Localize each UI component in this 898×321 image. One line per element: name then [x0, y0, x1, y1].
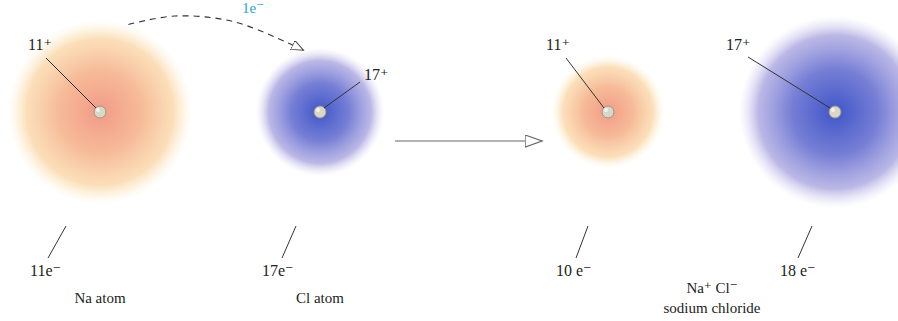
chlorine-atom: 17⁺17e⁻Cl atom: [256, 48, 384, 176]
leader-line: [282, 226, 296, 258]
sodium-atom: 11⁺11e⁻Na atom: [8, 20, 192, 204]
formula: Na⁺ Cl⁻: [686, 280, 737, 297]
nucleus-charge: 11⁺: [546, 36, 570, 54]
electron-count: 10 e⁻: [556, 262, 592, 280]
nucleus-charge: 17⁺: [364, 66, 388, 84]
nucleus-highlight: [96, 108, 100, 112]
leader-line: [576, 226, 588, 258]
electron-count: 17e⁻: [262, 262, 294, 280]
leader-line: [798, 226, 812, 258]
nucleus-charge: 17⁺: [726, 36, 750, 54]
compound-name: sodium chloride: [663, 300, 760, 317]
sodium-ion: 11⁺10 e⁻: [552, 56, 664, 168]
nucleus: [94, 106, 106, 118]
nucleus: [314, 106, 326, 118]
edge-label: 1e⁻: [240, 0, 266, 17]
electron-cloud-shape: [8, 20, 192, 204]
nucleus: [829, 106, 841, 118]
leader-line: [48, 226, 66, 258]
nucleus-highlight: [316, 108, 320, 112]
electron-count: 11e⁻: [30, 262, 61, 280]
nucleus-highlight: [831, 108, 835, 112]
reaction-arrow: [395, 140, 542, 141]
electron-cloud: [552, 56, 664, 168]
electron-cloud-shape: [739, 16, 898, 208]
nucleus-highlight: [604, 108, 608, 112]
atom-name: Na atom: [74, 290, 125, 307]
electron-count: 18 e⁻: [780, 262, 816, 280]
atom-name: Cl atom: [296, 290, 344, 307]
electron-cloud: [739, 16, 898, 208]
nucleus: [602, 106, 614, 118]
electron-cloud-shape: [552, 56, 664, 168]
chloride-ion: 17⁺18 e⁻: [739, 16, 898, 208]
nucleus-charge: 11⁺: [28, 36, 52, 54]
